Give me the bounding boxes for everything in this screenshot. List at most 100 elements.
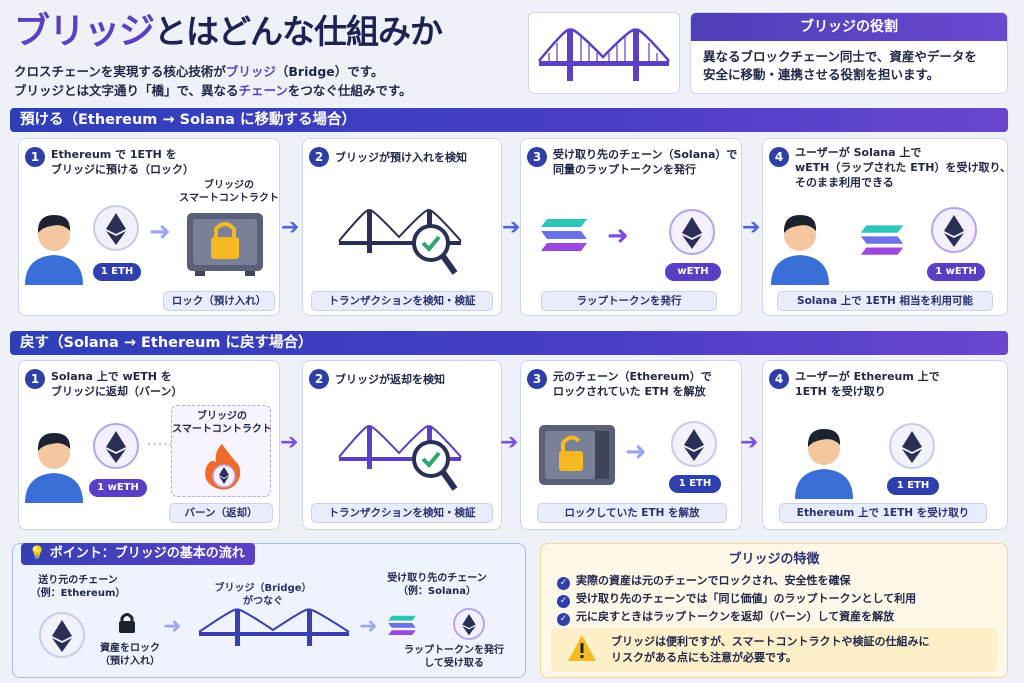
arrow-icon: ➜ xyxy=(607,221,629,251)
feature-item: ✓受け取り先のチェーンでは「同じ価値」のラップトークンとして利用 xyxy=(557,590,916,608)
step-text: 受け取り先のチェーン（Solana）で同量のラップトークンを発行 xyxy=(553,148,738,176)
arrow-icon: ➜ xyxy=(359,614,378,639)
point-title: 💡 ポイント：ブリッジの基本の流れ xyxy=(21,543,255,565)
lock-icon xyxy=(119,613,135,633)
person-icon xyxy=(771,215,829,285)
point-box: 💡 ポイント：ブリッジの基本の流れ 送り元のチェーン（例：Ethereum） 資… xyxy=(12,543,526,678)
eth-coin xyxy=(889,423,935,469)
person-icon xyxy=(795,429,853,499)
step-pill: ロックしていた ETH を解放 xyxy=(537,503,727,523)
bridge-label: ブリッジ（Bridge）がつなぐ xyxy=(214,583,312,607)
eth-icon xyxy=(106,431,126,463)
solana-icon xyxy=(860,225,904,255)
withdraw-step-1-card: 1 Solana 上で wETH をブリッジに返却（バーン） 1 wETH ··… xyxy=(18,360,280,530)
check-icon: ✓ xyxy=(557,613,570,626)
weth-badge: wETH xyxy=(665,263,721,281)
eth-badge: 1 ETH xyxy=(93,263,141,281)
step-pill: Ethereum 上で 1ETH を受け取り xyxy=(779,503,987,523)
bridge-icon xyxy=(538,28,670,81)
step-pill: トランザクションを検知・検証 xyxy=(311,291,493,311)
step-pill: トランザクションを検知・検証 xyxy=(311,503,493,523)
step-number: 1 xyxy=(25,147,45,167)
deposit-section-title: 預ける（Ethereum → Solana に移動する場合） xyxy=(10,108,1008,132)
step-text: Ethereum で 1ETH をブリッジに預ける（ロック） xyxy=(51,148,194,176)
role-title: ブリッジの役割 xyxy=(691,13,1007,41)
step-number: 4 xyxy=(769,147,789,167)
step-number: 1 xyxy=(25,369,45,389)
lock-label: 資産をロック（預け入れ） xyxy=(100,643,160,667)
features-title: ブリッジの特徴 xyxy=(728,552,820,567)
flow-arrow-icon: ➔ xyxy=(500,430,519,455)
withdraw-step-2-card: 2 ブリッジが返却を検知 トランザクションを検知・検証 xyxy=(302,360,502,530)
eth-icon xyxy=(462,614,476,636)
deposit-step-1-card: 1 Ethereum で 1ETH をブリッジに預ける（ロック） 1 ETH ➜… xyxy=(18,138,280,316)
warning-icon xyxy=(568,635,596,661)
step-pill: バーン（返却） xyxy=(169,503,273,523)
flow-arrow-icon: ➔ xyxy=(502,215,521,240)
eth-coin xyxy=(93,205,139,251)
step-pill: ロック（預け入れ） xyxy=(163,291,275,311)
weth-coin xyxy=(453,608,485,640)
step-text: ブリッジが返却を検知 xyxy=(335,373,445,386)
contract-label: ブリッジのスマートコントラクト xyxy=(172,411,272,435)
withdraw-step-3-card: 3 元のチェーン（Ethereum）でロックされていた ETH を解放 ➜ 1 … xyxy=(520,360,742,530)
eth-badge: 1 ETH xyxy=(887,477,939,495)
step-number: 3 xyxy=(527,369,547,389)
arrow-icon: ➜ xyxy=(625,437,647,467)
flow-arrow-icon: ➔ xyxy=(281,215,300,240)
weth-coin xyxy=(669,209,715,255)
weth-coin xyxy=(93,423,139,469)
features-box: ブリッジの特徴 ✓実際の資産は元のチェーンでロックされ、安全性を確保 ✓受け取り… xyxy=(540,543,1008,678)
eth-coin xyxy=(39,612,85,658)
step-number: 3 xyxy=(527,147,547,167)
contract-label: ブリッジのスマートコントラクト xyxy=(179,180,279,204)
magnifier-check-icon xyxy=(412,224,458,275)
flow-arrow-icon: ➔ xyxy=(280,430,299,455)
step-pill: Solana 上で 1ETH 相当を利用可能 xyxy=(777,291,993,311)
feature-item: ✓元に戻すときはラップトークンを返却（バーン）して資産を解放 xyxy=(557,608,894,626)
bridge-illustration xyxy=(528,12,680,94)
step-text: Solana 上で wETH をブリッジに返却（バーン） xyxy=(51,370,183,398)
solana-icon xyxy=(541,219,587,251)
contract-box: ブリッジのスマートコントラクト xyxy=(171,405,272,497)
step-text: 元のチェーン（Ethereum）でロックされていた ETH を解放 xyxy=(553,370,712,398)
safe-icon xyxy=(187,213,263,276)
intro-text: クロスチェーンを実現する核心技術がブリッジ（Bridge）です。 ブリッジとは文… xyxy=(14,64,412,98)
role-box: ブリッジの役割 異なるブロックチェーン同士で、資産やデータを 安全に移動・連携さ… xyxy=(690,12,1008,94)
deposit-step-2-card: 2 ブリッジが預け入れを検知 トランザクションを検知・検証 xyxy=(302,138,502,316)
warning-note: ブリッジは便利ですが、スマートコントラクトや検証の仕組みに リスクがある点にも注… xyxy=(551,628,997,672)
weth-badge: 1 wETH xyxy=(927,263,985,281)
arrow-icon: ➜ xyxy=(163,614,182,639)
fire-icon xyxy=(205,444,241,490)
arrow-icon: ➜ xyxy=(149,217,171,247)
person-icon xyxy=(25,215,83,285)
eth-icon xyxy=(682,217,702,249)
check-icon: ✓ xyxy=(557,577,570,590)
flow-arrow-icon: ➔ xyxy=(742,215,761,240)
eth-icon xyxy=(106,213,126,245)
lightbulb-icon: 💡 xyxy=(29,546,46,561)
magnifier-check-icon xyxy=(412,440,458,491)
step-text: ブリッジが預け入れを検知 xyxy=(335,151,467,164)
issue-label: ラップトークンを発行して受け取る xyxy=(404,645,504,669)
page-title: ブリッジとはどんな仕組みか xyxy=(14,11,443,52)
person-icon xyxy=(25,433,83,503)
eth-icon xyxy=(944,215,964,247)
bridge-icon xyxy=(198,608,350,646)
weth-badge: 1 wETH xyxy=(89,479,147,497)
dest-chain-label: 受け取り先のチェーン（例：Solana） xyxy=(387,573,487,597)
solana-icon xyxy=(388,615,416,635)
source-chain-label: 送り元のチェーン（例：Ethereum） xyxy=(30,575,126,599)
eth-icon xyxy=(902,431,922,463)
eth-icon xyxy=(52,620,72,652)
deposit-step-3-card: 3 受け取り先のチェーン（Solana）で同量のラップトークンを発行 ➜ wET… xyxy=(520,138,742,316)
eth-coin xyxy=(671,421,717,467)
weth-coin xyxy=(931,207,977,253)
step-number: 2 xyxy=(309,147,329,167)
step-number: 4 xyxy=(769,369,789,389)
check-icon: ✓ xyxy=(557,595,570,608)
